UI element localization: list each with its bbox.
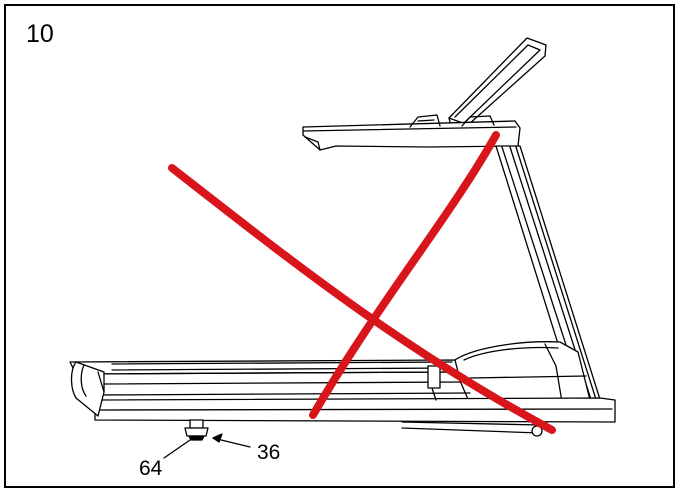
base-rail [401, 421, 543, 437]
leveling-foot [184, 419, 209, 441]
rear-end-cap [70, 361, 105, 417]
deck-frame [69, 359, 616, 423]
deck-hardware [427, 365, 441, 401]
callout-36-label: 36 [257, 441, 281, 464]
callout-64-label: 64 [139, 457, 163, 480]
console-display [448, 37, 547, 132]
incorrect-cross-mark [168, 131, 556, 434]
motor-hood [451, 341, 591, 405]
step-number: 10 [26, 20, 54, 48]
callout-leaders [163, 433, 251, 459]
console-deck [302, 114, 521, 151]
